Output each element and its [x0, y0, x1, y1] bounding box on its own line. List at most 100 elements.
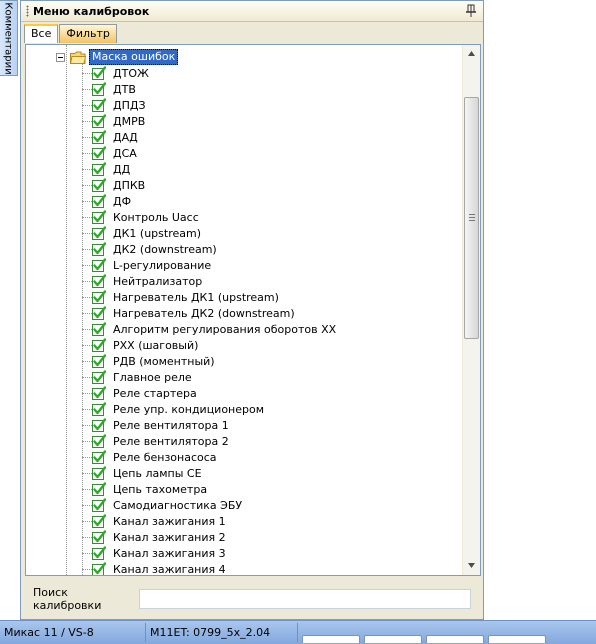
tree-item[interactable]: Канал зажигания 2	[82, 529, 226, 545]
tree-item[interactable]: ДТВ	[82, 81, 136, 97]
checkbox-checked-icon[interactable]	[92, 546, 106, 560]
checkbox-checked-icon[interactable]	[92, 194, 106, 208]
checkbox-checked-icon[interactable]	[92, 498, 106, 512]
checkbox-checked-icon[interactable]	[92, 226, 106, 240]
tree-item[interactable]: Главное реле	[82, 369, 192, 385]
tree-branch-line	[82, 136, 92, 138]
tree-item[interactable]: ДК1 (upstream)	[82, 225, 201, 241]
tree-item[interactable]: Цепь лампы CE	[82, 465, 202, 481]
checkbox-checked-icon[interactable]	[92, 386, 106, 400]
tree-item-label: L-регулирование	[113, 258, 212, 272]
tree-item[interactable]: Реле вентилятора 2	[82, 433, 229, 449]
tab-comments[interactable]: Комментарии	[0, 0, 18, 76]
tree-item[interactable]: Реле бензонасоса	[82, 449, 217, 465]
scroll-down-icon[interactable]	[463, 557, 480, 574]
checkbox-checked-icon[interactable]	[92, 466, 106, 480]
checkbox-checked-icon[interactable]	[92, 114, 106, 128]
checkbox-checked-icon[interactable]	[92, 450, 106, 464]
tree-branch-line	[82, 408, 92, 410]
checkbox-checked-icon[interactable]	[92, 210, 106, 224]
checkbox-checked-icon[interactable]	[92, 338, 106, 352]
tree-item[interactable]: Нейтрализатор	[82, 273, 202, 289]
tree-item-label: Цепь тахометра	[113, 482, 208, 496]
checkbox-checked-icon[interactable]	[92, 66, 106, 80]
checkbox-checked-icon[interactable]	[92, 322, 106, 336]
checkbox-checked-icon[interactable]	[92, 178, 106, 192]
search-input[interactable]	[139, 589, 471, 609]
checkbox-checked-icon[interactable]	[92, 562, 106, 575]
tree-item[interactable]: Канал зажигания 1	[82, 513, 226, 529]
checkbox-checked-icon[interactable]	[92, 98, 106, 112]
scroll-thumb[interactable]	[464, 97, 479, 339]
tree-scrollbar[interactable]	[462, 45, 480, 575]
pin-icon[interactable]	[465, 4, 477, 18]
checkbox-checked-icon[interactable]	[92, 530, 106, 544]
taskbar-stub[interactable]	[302, 634, 360, 643]
drag-grip-icon[interactable]	[26, 5, 29, 17]
collapse-icon[interactable]	[56, 52, 65, 62]
tree-item-label: ДАД	[113, 130, 138, 144]
tree-branch-line	[82, 232, 92, 234]
checkbox-checked-icon[interactable]	[92, 402, 106, 416]
tree-item[interactable]: Реле стартера	[82, 385, 197, 401]
tree-item-label: Канал зажигания 2	[113, 530, 226, 544]
tree-item-label: Канал зажигания 1	[113, 514, 226, 528]
checkbox-checked-icon[interactable]	[92, 290, 106, 304]
tab-filter[interactable]: Фильтр	[59, 24, 117, 43]
taskbar-stub[interactable]	[488, 634, 546, 643]
tree-item-label: Реле вентилятора 2	[113, 434, 229, 448]
tree-item-label: ДТОЖ	[113, 66, 149, 80]
panel-header[interactable]: Меню калибровок	[21, 1, 483, 22]
tree-item[interactable]: ДПДЗ	[82, 97, 146, 113]
checkbox-checked-icon[interactable]	[92, 258, 106, 272]
checkbox-checked-icon[interactable]	[92, 82, 106, 96]
tree-item[interactable]: Реле вентилятора 1	[82, 417, 229, 433]
tree-item[interactable]: ДСА	[82, 145, 137, 161]
checkbox-checked-icon[interactable]	[92, 482, 106, 496]
tree-item[interactable]: РХХ (шаговый)	[82, 337, 198, 353]
tree-item[interactable]: Нагреватель ДК1 (upstream)	[82, 289, 279, 305]
tree-item[interactable]: Канал зажигания 4	[82, 561, 226, 575]
taskbar-stub[interactable]	[426, 634, 484, 643]
scroll-up-icon[interactable]	[463, 45, 480, 62]
checkbox-checked-icon[interactable]	[92, 354, 106, 368]
tree-item[interactable]: ДАД	[82, 129, 138, 145]
tree-item-label: ДПКВ	[113, 178, 146, 192]
checkbox-checked-icon[interactable]	[92, 514, 106, 528]
tree-item[interactable]: ДМРВ	[82, 113, 145, 129]
tree-item[interactable]: РДВ (моментный)	[82, 353, 215, 369]
checkbox-checked-icon[interactable]	[92, 146, 106, 160]
checkbox-checked-icon[interactable]	[92, 274, 106, 288]
checkbox-checked-icon[interactable]	[92, 370, 106, 384]
tree-item[interactable]: Канал зажигания 3	[82, 545, 226, 561]
tree-item[interactable]: Цепь тахометра	[82, 481, 207, 497]
checkbox-checked-icon[interactable]	[92, 434, 106, 448]
folder-open-icon	[70, 51, 86, 64]
tab-comments-label: Комментарии	[3, 1, 15, 75]
checkbox-checked-icon[interactable]	[92, 418, 106, 432]
tree-item-label: Реле вентилятора 1	[113, 418, 229, 432]
tree-item[interactable]: ДД	[82, 161, 130, 177]
tree-root-node[interactable]: Маска ошибок	[56, 49, 179, 65]
tree-item[interactable]: L-регулирование	[82, 257, 211, 273]
tree-item[interactable]: ДПКВ	[82, 177, 145, 193]
tree-item[interactable]: Контроль Uacc	[82, 209, 199, 225]
tree-item[interactable]: Самодиагностика ЭБУ	[82, 497, 242, 513]
checkbox-checked-icon[interactable]	[92, 306, 106, 320]
tree-item[interactable]: Реле упр. кондиционером	[82, 401, 264, 417]
checkbox-checked-icon[interactable]	[92, 162, 106, 176]
taskbar-stub[interactable]	[364, 634, 422, 643]
tree-item-label: ДТВ	[113, 82, 136, 96]
tree-item[interactable]: Нагреватель ДК2 (downstream)	[82, 305, 295, 321]
tree-item[interactable]: Алгоритм регулирования оборотов ХХ	[82, 321, 336, 337]
tree-item[interactable]: ДК2 (downstream)	[82, 241, 217, 257]
tree-branch-line	[82, 328, 92, 330]
tree-branch-line	[82, 392, 92, 394]
tree-item-label: Самодиагностика ЭБУ	[113, 498, 243, 512]
tree-item[interactable]: ДФ	[82, 193, 131, 209]
checkbox-checked-icon[interactable]	[92, 130, 106, 144]
tree-item[interactable]: ДТОЖ	[82, 65, 149, 81]
checkbox-checked-icon[interactable]	[92, 242, 106, 256]
tab-all[interactable]: Все	[24, 24, 59, 43]
